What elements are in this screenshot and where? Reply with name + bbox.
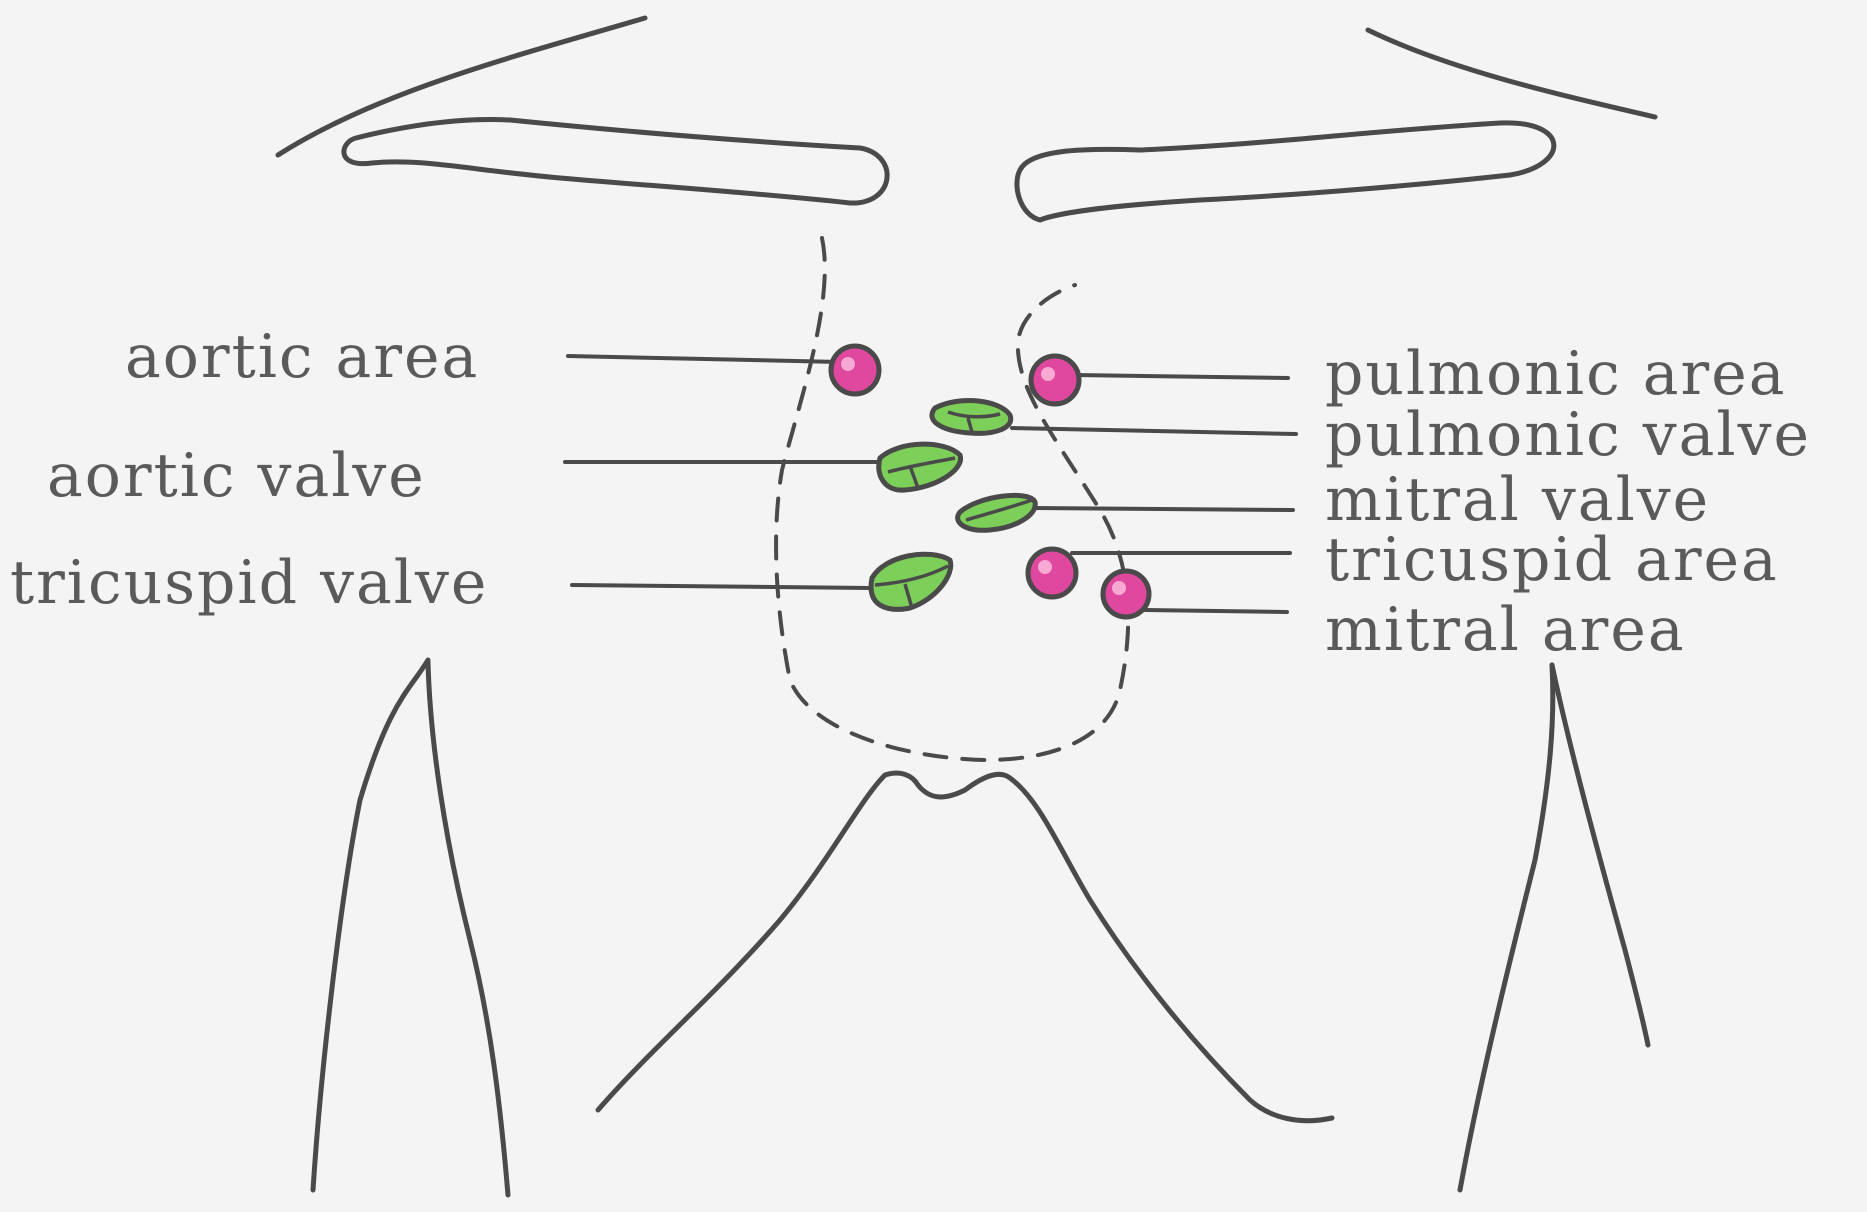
label-aortic-valve: aortic valve	[47, 446, 426, 506]
leader-aortic-area	[568, 356, 840, 362]
tricuspid-area-marker	[1028, 549, 1076, 597]
pulmonic-valve-marker	[932, 401, 1011, 434]
left-arm-line	[313, 660, 428, 1190]
leader-mitral-valve	[1032, 508, 1293, 510]
label-aortic-area: aortic area	[125, 327, 479, 387]
pulmonic-area-marker	[1031, 356, 1079, 404]
right-shoulder-line	[1368, 30, 1655, 117]
label-mitral-area: mitral area	[1325, 600, 1686, 660]
aortic-area-marker	[831, 346, 879, 394]
leader-tricuspid-valve	[572, 585, 870, 588]
left-clavicle	[344, 120, 887, 204]
mitral-valve-marker	[958, 495, 1036, 530]
label-pulmonic-valve: pulmonic valve	[1325, 405, 1811, 465]
leader-pulmonic-area	[1075, 375, 1288, 378]
mitral-area-marker	[1103, 571, 1149, 617]
aortic-valve-marker	[879, 444, 961, 490]
right-arm-line	[1460, 665, 1553, 1190]
label-tricuspid-area: tricuspid area	[1325, 530, 1779, 590]
leader-pulmonic-valve	[1012, 428, 1296, 434]
leader-mitral-area	[1145, 610, 1287, 612]
left-arm-inner-line	[428, 662, 508, 1195]
label-pulmonic-area: pulmonic area	[1325, 344, 1787, 404]
label-mitral-valve: mitral valve	[1325, 470, 1710, 530]
heart-outline	[776, 238, 1128, 760]
tricuspid-valve-marker	[871, 554, 951, 609]
lower-chest-line	[598, 773, 1332, 1121]
label-tricuspid-valve: tricuspid valve	[10, 553, 488, 613]
left-shoulder-line	[278, 18, 645, 155]
right-arm-inner-line	[1552, 665, 1648, 1045]
right-clavicle	[1017, 123, 1554, 220]
